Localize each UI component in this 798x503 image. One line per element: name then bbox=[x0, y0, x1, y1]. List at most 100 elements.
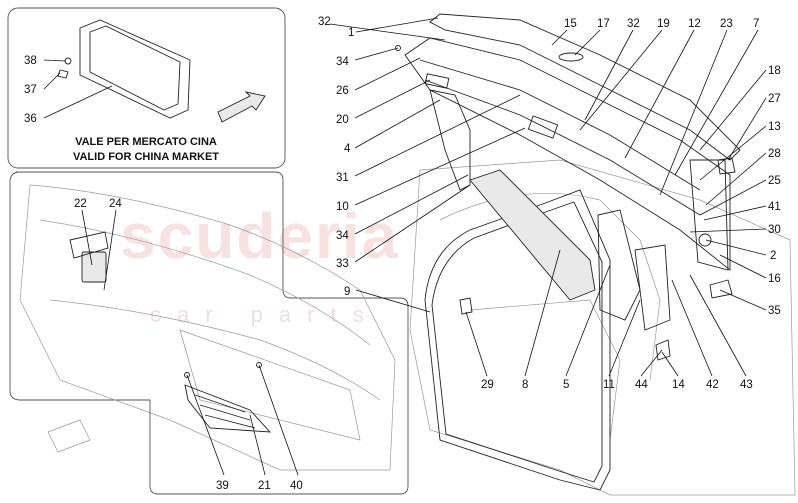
leader-5 bbox=[565, 264, 611, 377]
leader-17 bbox=[574, 29, 601, 56]
callout-26: 26 bbox=[336, 85, 349, 97]
callout-10: 10 bbox=[336, 201, 349, 213]
leader-14 bbox=[661, 351, 679, 377]
china-market-inset: VALE PER MERCATO CINA VALID FOR CHINA MA… bbox=[7, 7, 286, 169]
main-drawing bbox=[395, 13, 796, 496]
control-unit-bracket bbox=[69, 231, 109, 259]
trunk-seal-inner bbox=[431, 201, 603, 483]
leader-42 bbox=[671, 279, 713, 377]
callout-30: 30 bbox=[768, 224, 781, 236]
leader-lines bbox=[43, 17, 767, 476]
leader-36 bbox=[43, 85, 113, 119]
leader-28 bbox=[705, 152, 767, 206]
callout-29: 29 bbox=[481, 379, 494, 391]
direction-arrow bbox=[217, 91, 266, 123]
tailgate-crease-1 bbox=[419, 59, 701, 191]
right-side-panel bbox=[634, 244, 671, 331]
callout-35: 35 bbox=[768, 305, 781, 317]
leader-39 bbox=[186, 374, 225, 476]
watermark: scuderia car parts bbox=[120, 200, 397, 327]
callout-39: 39 bbox=[216, 480, 229, 492]
leader-32b bbox=[584, 29, 634, 121]
callout-25: 25 bbox=[768, 175, 781, 187]
leader-18 bbox=[699, 69, 767, 151]
callout-1: 1 bbox=[348, 27, 354, 39]
leader-4 bbox=[354, 99, 441, 149]
leader-41 bbox=[703, 205, 767, 221]
trunk-floor bbox=[469, 299, 621, 441]
leader-43 bbox=[689, 274, 747, 377]
leader-27 bbox=[727, 97, 767, 161]
watermark-sub: car parts bbox=[150, 302, 380, 327]
lamp-lens bbox=[558, 52, 584, 62]
screw-34a bbox=[395, 45, 401, 51]
bumper-line-2 bbox=[49, 299, 381, 401]
bumper-outline bbox=[19, 184, 396, 471]
leader-9 bbox=[355, 289, 431, 313]
callout-11: 11 bbox=[603, 379, 615, 391]
callout-22: 22 bbox=[74, 198, 87, 210]
tailgate-inner-panel bbox=[404, 37, 731, 271]
callout-21: 21 bbox=[258, 480, 271, 492]
mounting-bracket bbox=[184, 384, 272, 433]
callout-34a: 34 bbox=[336, 56, 349, 68]
leader-26 bbox=[354, 57, 421, 91]
parcel-shelf bbox=[469, 169, 596, 301]
callout-33: 33 bbox=[336, 258, 349, 270]
callout-2: 2 bbox=[770, 250, 776, 262]
leader-35 bbox=[719, 289, 767, 311]
callout-32b: 32 bbox=[627, 18, 640, 30]
leader-34a bbox=[354, 47, 399, 61]
lock-cover bbox=[527, 115, 559, 139]
callout-13: 13 bbox=[768, 121, 781, 133]
tailgate-top-edge bbox=[429, 13, 741, 161]
leader-34b bbox=[354, 174, 469, 235]
license-plate-frame bbox=[79, 19, 191, 119]
note-china-it: VALE PER MERCATO CINA bbox=[75, 136, 217, 148]
leader-15 bbox=[551, 29, 568, 46]
left-pillar-trim bbox=[429, 89, 471, 191]
callout-16: 16 bbox=[768, 273, 781, 285]
control-unit bbox=[81, 251, 107, 283]
leader-13 bbox=[699, 125, 767, 181]
leader-21 bbox=[249, 414, 266, 476]
leader-1 bbox=[355, 17, 439, 33]
grab-handle bbox=[424, 73, 450, 89]
leader-7 bbox=[674, 29, 759, 176]
clip bbox=[717, 157, 736, 175]
callout-15: 15 bbox=[564, 18, 577, 30]
callout-37: 37 bbox=[24, 84, 37, 96]
leader-40 bbox=[258, 364, 299, 476]
callout-18: 18 bbox=[768, 65, 781, 77]
callout-36: 36 bbox=[24, 113, 37, 125]
callout-40: 40 bbox=[290, 480, 303, 492]
callout-7: 7 bbox=[753, 18, 759, 30]
leader-29 bbox=[465, 311, 488, 377]
trunk-seal bbox=[424, 189, 611, 491]
leader-38 bbox=[43, 59, 67, 62]
leader-31 bbox=[354, 94, 521, 177]
small-clip bbox=[655, 339, 671, 361]
page-corner bbox=[47, 419, 91, 453]
bracket-screw bbox=[184, 372, 190, 378]
callout-5: 5 bbox=[563, 379, 569, 391]
leader-37 bbox=[43, 72, 61, 90]
callout-14: 14 bbox=[672, 379, 685, 391]
leader-22 bbox=[81, 209, 93, 266]
car-body-ghost bbox=[409, 159, 796, 496]
callout-9: 9 bbox=[344, 286, 350, 298]
license-plate-frame-inner bbox=[89, 25, 181, 111]
callout-labels: 1 32 15 17 32 19 12 23 7 34 26 20 4 31 1… bbox=[24, 16, 781, 492]
callout-32a: 32 bbox=[318, 16, 331, 28]
callout-24: 24 bbox=[109, 198, 122, 210]
callout-4: 4 bbox=[344, 143, 351, 155]
callout-28: 28 bbox=[768, 148, 781, 160]
leader-12 bbox=[624, 29, 695, 159]
callout-41: 41 bbox=[768, 201, 781, 213]
callout-44: 44 bbox=[635, 379, 648, 391]
bracket-ribs bbox=[194, 394, 256, 429]
callout-20: 20 bbox=[336, 114, 349, 126]
leader-10 bbox=[354, 127, 526, 206]
bumper-line-1 bbox=[39, 219, 371, 346]
tailgate-crease-2 bbox=[424, 79, 701, 216]
